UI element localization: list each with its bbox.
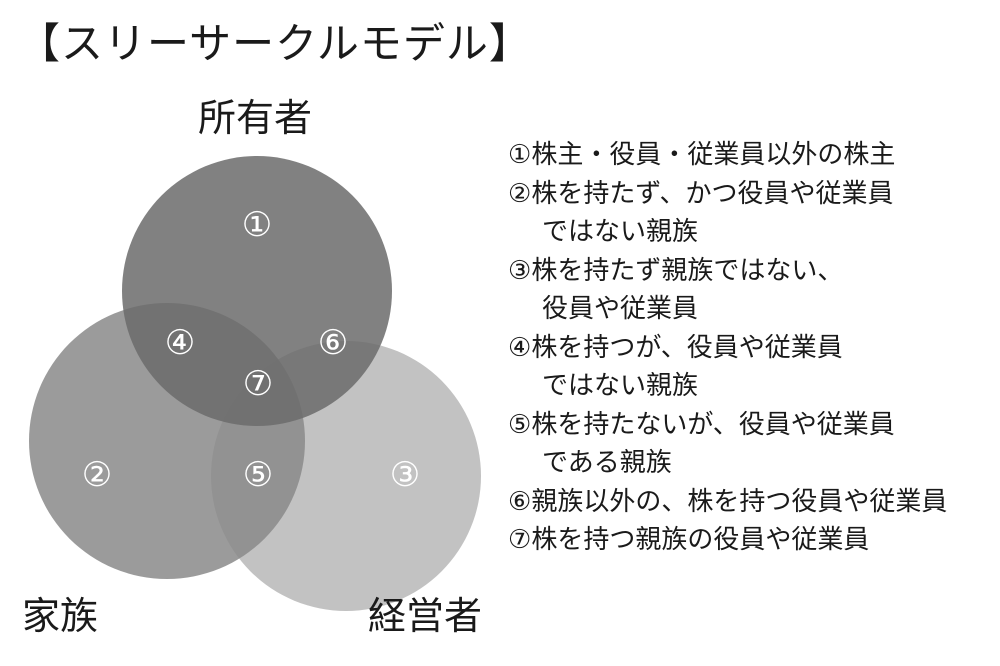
legend-marker: ⑥: [508, 486, 532, 517]
legend-item-2: ②株を持たず、かつ役員や従業員 ではない親族: [508, 175, 947, 252]
legend-item-1: ①株主・役員・従業員以外の株主: [508, 136, 947, 175]
legend-text-line2: ではない親族: [542, 217, 699, 247]
region-number-3: ③: [390, 455, 420, 495]
region-number-5: ⑤: [243, 455, 273, 495]
legend-text-line2: である親族: [542, 448, 672, 478]
page-title: 【スリーサークルモデル】: [18, 19, 532, 68]
legend-marker: ⑤: [508, 409, 532, 440]
legend-text-line2: 役員や従業員: [542, 294, 699, 324]
legend-text: 株を持たず親族ではない、: [531, 255, 844, 286]
region-number-1: ①: [242, 205, 272, 245]
owner-circle: [122, 156, 392, 426]
legend-text: 株主・役員・従業員以外の株主: [531, 140, 896, 170]
region-number-4: ④: [165, 323, 195, 363]
legend-marker: ⑦: [508, 525, 532, 555]
legend-item-7: ⑦株を持つ親族の役員や従業員: [508, 521, 947, 560]
legend-text: 株を持つ親族の役員や従業員: [531, 525, 870, 555]
legend-item-4: ④株を持つが、役員や従業員 ではない親族: [508, 329, 947, 406]
region-number-2: ②: [82, 455, 112, 495]
legend-item-3: ③株を持たず親族ではない、 役員や従業員: [508, 252, 947, 329]
region-number-7: ⑦: [243, 364, 273, 404]
legend: ①株主・役員・従業員以外の株主 ②株を持たず、かつ役員や従業員 ではない親族 ③…: [508, 136, 947, 560]
legend-text: 株を持たないが、役員や従業員: [531, 409, 895, 440]
legend-text: 親族以外の、株を持つ役員や従業員: [531, 486, 948, 517]
legend-marker: ③: [508, 255, 532, 286]
legend-marker: ④: [508, 332, 532, 363]
legend-item-6: ⑥親族以外の、株を持つ役員や従業員: [508, 483, 947, 522]
legend-text: 株を持たず、かつ役員や従業員: [531, 178, 894, 209]
legend-item-5: ⑤株を持たないが、役員や従業員 である親族: [508, 406, 947, 483]
manager-label: 経営者: [368, 594, 483, 638]
legend-marker: ①: [508, 140, 532, 170]
family-label: 家族: [22, 594, 99, 638]
region-number-6: ⑥: [318, 323, 348, 363]
legend-text-line2: ではない親族: [542, 371, 699, 401]
owner-label: 所有者: [198, 96, 313, 140]
legend-text: 株を持つが、役員や従業員: [531, 332, 843, 363]
legend-marker: ②: [508, 178, 532, 209]
